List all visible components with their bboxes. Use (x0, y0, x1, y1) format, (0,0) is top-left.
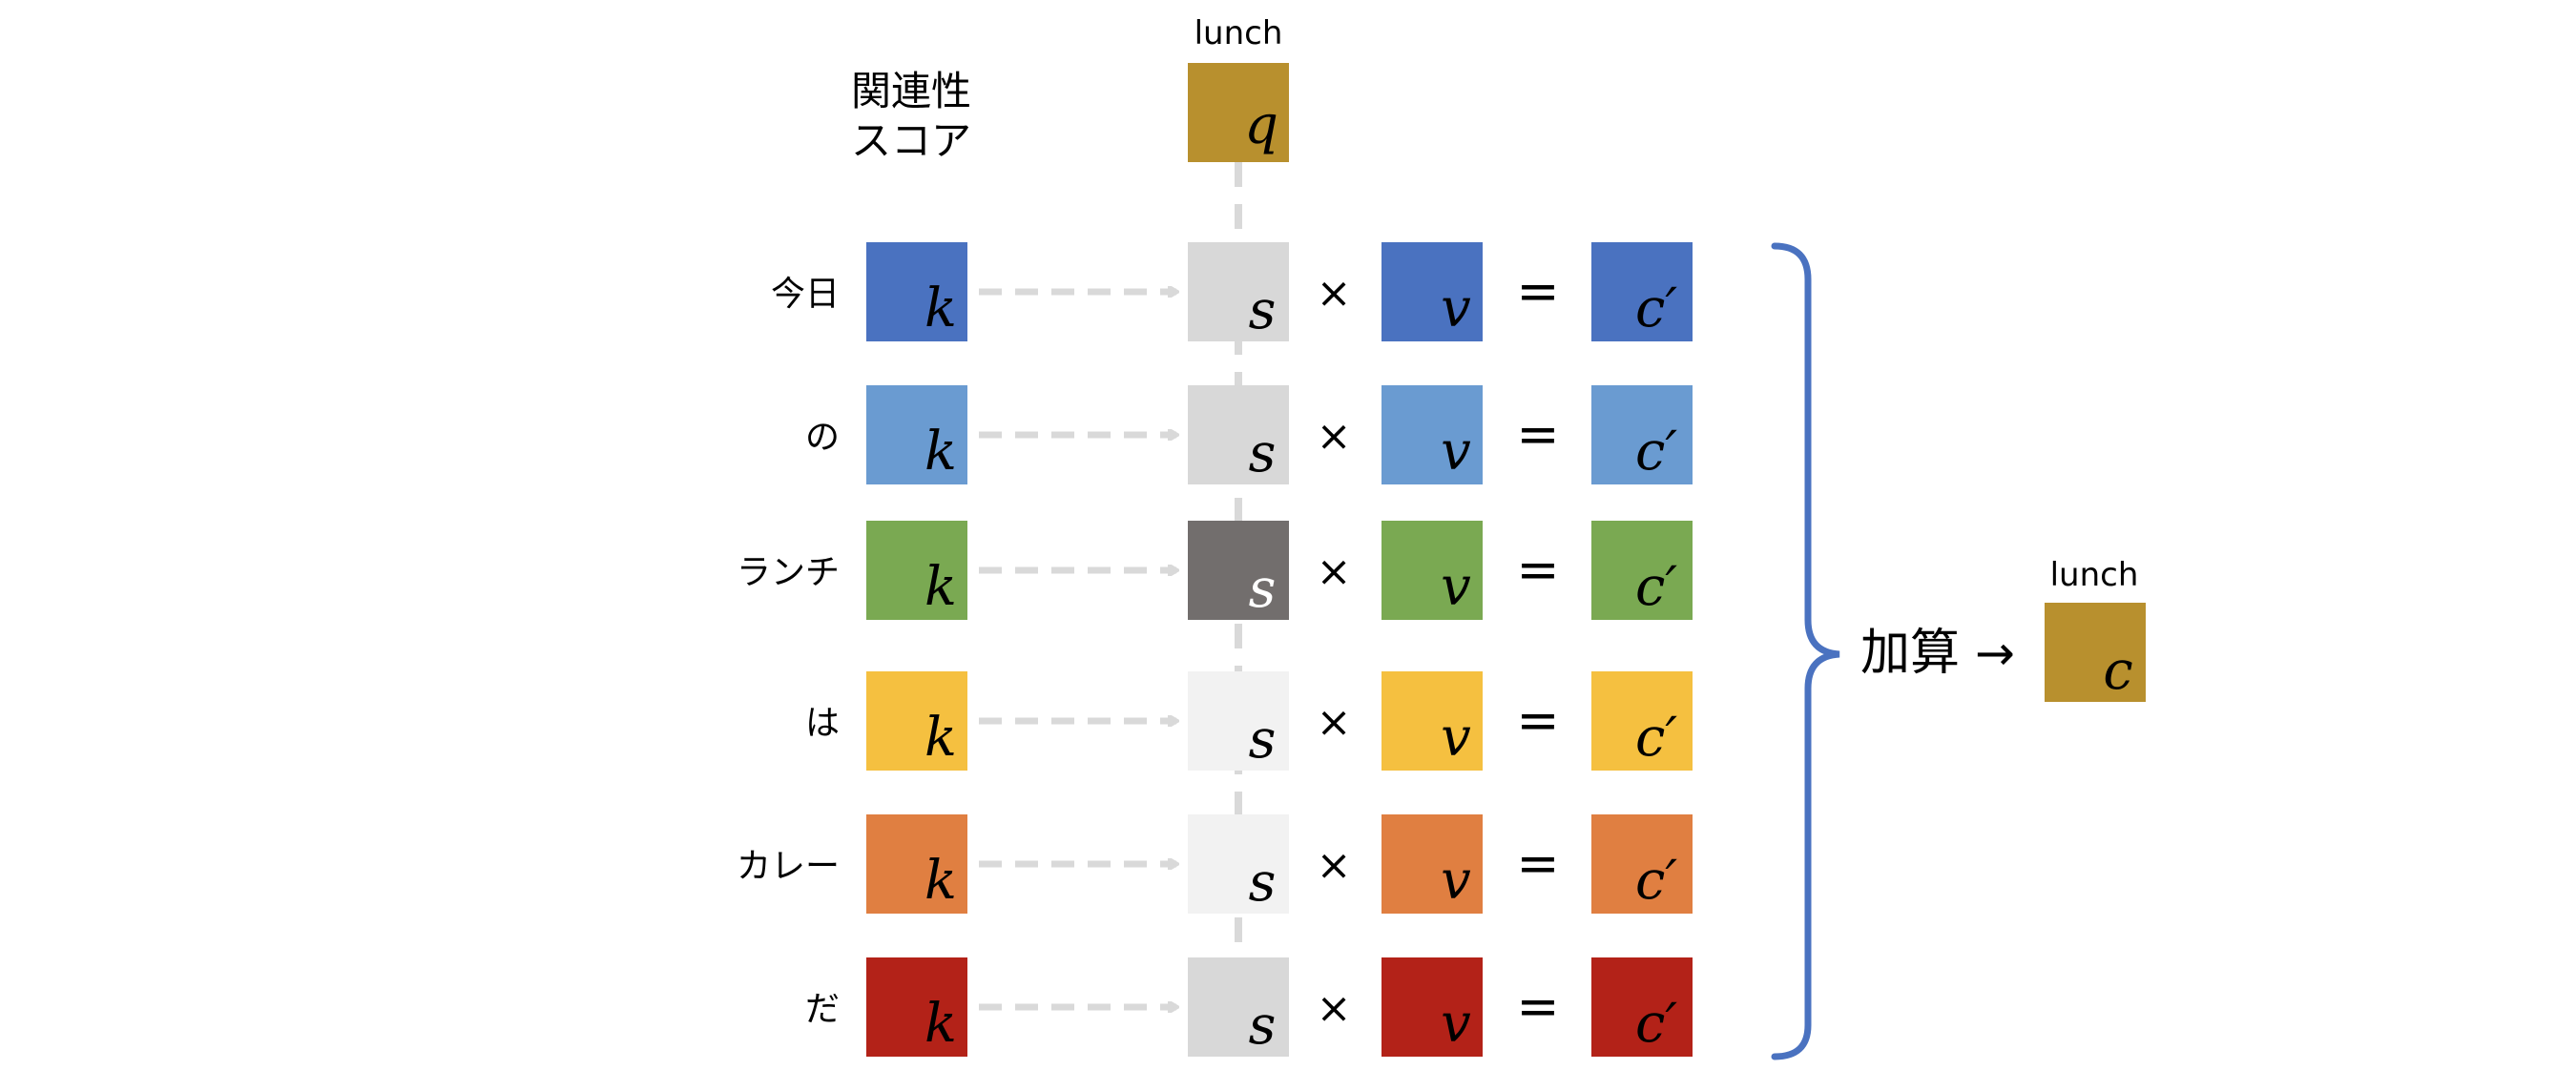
value-box (1381, 521, 1483, 620)
score-box (1188, 242, 1289, 341)
value-box (1381, 671, 1483, 771)
score-symbol: s (1249, 279, 1277, 341)
score-label-line1: 関連性 (851, 68, 971, 114)
key-box (866, 671, 967, 771)
row-word-label: だ (805, 990, 840, 1029)
query-box (1188, 63, 1289, 162)
key-symbol: k (924, 278, 957, 340)
key-symbol: k (924, 556, 957, 618)
context-partial-symbol: c′ (1635, 850, 1677, 912)
sum-brace (1771, 242, 1840, 1060)
key-box (866, 521, 967, 620)
equals-sign: = (1516, 540, 1559, 600)
score-symbol: s (1249, 852, 1277, 914)
equals-sign: = (1516, 690, 1559, 751)
key-box (866, 814, 967, 914)
key-box (866, 385, 967, 484)
times-sign: × (1317, 412, 1352, 461)
row-word-label: 今日 (771, 275, 840, 314)
equals-sign: = (1516, 261, 1559, 321)
value-symbol: v (1441, 707, 1471, 769)
times-sign: × (1317, 698, 1352, 747)
row-word-label: カレー (737, 847, 840, 886)
result-arrow: → (1975, 626, 2015, 681)
value-symbol: v (1441, 850, 1471, 912)
equals-sign: = (1516, 404, 1559, 464)
value-symbol: v (1441, 278, 1471, 340)
score-box (1188, 814, 1289, 914)
times-sign: × (1317, 841, 1352, 890)
score-box (1188, 385, 1289, 484)
times-sign: × (1317, 269, 1352, 318)
value-box (1381, 385, 1483, 484)
context-partial-symbol: c′ (1635, 556, 1677, 618)
row-word-label: は (805, 704, 840, 743)
score-box (1188, 957, 1289, 1057)
attention-rows: 今日 k s × v = c′ の k s × v = c′ ランチ k s × v = c′ は k s × v = c′ カレー k s… (737, 242, 1693, 1057)
context-partial-box (1591, 242, 1693, 341)
context-partial-box (1591, 671, 1693, 771)
score-symbol: s (1249, 709, 1277, 771)
row-word-label: ランチ (737, 553, 840, 592)
output-word-label: lunch (2050, 556, 2139, 594)
sum-label: 加算 (1860, 625, 1960, 682)
query-word-label: lunch (1195, 14, 1283, 52)
context-partial-symbol: c′ (1635, 421, 1677, 483)
key-symbol: k (924, 421, 957, 483)
value-box (1381, 242, 1483, 341)
key-symbol: k (924, 993, 957, 1055)
value-box (1381, 957, 1483, 1057)
equals-sign: = (1516, 833, 1559, 894)
value-symbol: v (1441, 556, 1471, 618)
context-partial-box (1591, 385, 1693, 484)
context-partial-symbol: c′ (1635, 993, 1677, 1055)
context-partial-box (1591, 957, 1693, 1057)
times-sign: × (1317, 984, 1352, 1033)
context-partial-symbol: c′ (1635, 707, 1677, 769)
key-box (866, 242, 967, 341)
key-box (866, 957, 967, 1057)
output-box (2045, 603, 2146, 702)
score-symbol: s (1249, 558, 1277, 620)
score-symbol: s (1249, 422, 1277, 484)
score-box (1188, 671, 1289, 771)
key-symbol: k (924, 707, 957, 769)
times-sign: × (1317, 547, 1352, 596)
key-symbol: k (924, 850, 957, 912)
context-partial-box (1591, 814, 1693, 914)
score-symbol: s (1249, 995, 1277, 1057)
row-word-label: の (805, 418, 840, 457)
value-symbol: v (1441, 421, 1471, 483)
score-label-line2: スコア (851, 117, 971, 164)
context-partial-box (1591, 521, 1693, 620)
query-symbol: q (1244, 94, 1278, 156)
value-symbol: v (1441, 993, 1471, 1055)
context-partial-symbol: c′ (1635, 278, 1677, 340)
value-box (1381, 814, 1483, 914)
output-symbol: c (2103, 640, 2132, 702)
score-box (1188, 521, 1289, 620)
equals-sign: = (1516, 977, 1559, 1037)
